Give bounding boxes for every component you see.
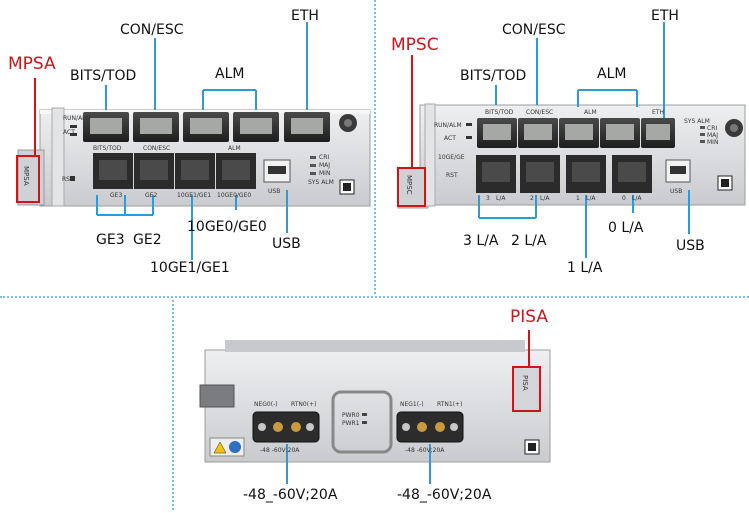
mpsc-panel-rst: RST bbox=[446, 172, 458, 179]
mpsa-10ge0-label: 10GE0/GE0 bbox=[187, 219, 267, 235]
mpsa-ge2-label: GE2 bbox=[133, 232, 162, 248]
mpsc-port2-label: 2 L/A bbox=[511, 233, 547, 249]
vertical-divider-bottom-left bbox=[172, 300, 174, 510]
mpsa-callout-lines bbox=[96, 22, 308, 260]
mpsc-alm-label: ALM bbox=[597, 66, 627, 82]
mpsc-callout-lines bbox=[478, 22, 690, 258]
mpsc-port1-label: 1 L/A bbox=[567, 260, 603, 276]
mpsa-panel-run: RUN/ALM bbox=[63, 115, 91, 122]
mpsc-panel-p2: 2 bbox=[530, 195, 534, 202]
mpsc-title: MPSC bbox=[391, 35, 439, 55]
mpsc-board bbox=[397, 22, 746, 258]
mpsa-con-esc-label: CON/ESC bbox=[120, 22, 184, 38]
pisa-panel-rating-right: -48 -60V;20A bbox=[405, 447, 445, 454]
mpsa-panel-rst: RST bbox=[62, 176, 74, 183]
pisa-callout-lines bbox=[286, 444, 431, 484]
mpsa-title: MPSA bbox=[8, 54, 56, 74]
pisa-right-input-label: -48_-60V;20A bbox=[397, 487, 492, 503]
mpsa-side-label: MPSA bbox=[22, 166, 30, 186]
mpsa-usb-label: USB bbox=[272, 236, 301, 252]
mpsc-panel-la1: L/A bbox=[586, 195, 596, 202]
mpsc-panel-sysalm: SYS ALM bbox=[684, 118, 710, 125]
mpsa-bits-tod-label: BITS/TOD bbox=[70, 68, 137, 84]
pisa-left-input-label: -48_-60V;20A bbox=[243, 487, 338, 503]
pisa-panel-neg0: NEG0(-) bbox=[254, 401, 278, 408]
pisa-side-label: PISA bbox=[521, 375, 529, 391]
pisa-title: PISA bbox=[510, 307, 549, 327]
mpsa-panel-10ge1: 10GE1/GE1 bbox=[177, 192, 211, 199]
mpsc-panel-act: ACT bbox=[444, 135, 456, 142]
mpsc-side-label: MPSC bbox=[405, 175, 413, 195]
mpsc-panel-la2: L/A bbox=[540, 195, 550, 202]
pisa-panel-rating-left: -48 -60V;20A bbox=[260, 447, 300, 454]
pisa-board bbox=[199, 330, 551, 484]
mpsc-panel-la0: L/A bbox=[632, 195, 642, 202]
mpsc-panel-p0: 0 bbox=[622, 195, 626, 202]
mpsa-panel-act: ACT bbox=[63, 129, 75, 136]
mpsc-panel-maj: MAJ bbox=[707, 132, 718, 139]
mpsc-panel-alm: ALM bbox=[584, 109, 597, 116]
pisa-panel-rtn1: RTN1(+) bbox=[437, 401, 462, 408]
mpsa-panel-con: CON/ESC bbox=[143, 145, 170, 152]
mpsa-alm-label: ALM bbox=[215, 66, 245, 82]
mpsc-usb-label: USB bbox=[676, 238, 705, 254]
mpsa-panel-alm: ALM bbox=[228, 145, 241, 152]
mpsc-bits-tod-label: BITS/TOD bbox=[460, 68, 527, 84]
mpsc-port3-label: 3 L/A bbox=[463, 233, 499, 249]
mpsc-panel-min: MIN bbox=[707, 139, 718, 146]
mpsa-panel-sysalm: SYS ALM bbox=[308, 179, 334, 186]
mpsc-panel-run: RUN/ALM bbox=[434, 122, 462, 129]
mpsa-panel-maj: MAJ bbox=[319, 162, 330, 169]
pisa-panel-pwr1: PWR1 bbox=[342, 420, 360, 427]
mpsa-panel-min: MIN bbox=[319, 170, 330, 177]
pisa-panel-rtn0: RTN0(+) bbox=[291, 401, 316, 408]
mpsa-sfp-ports bbox=[93, 153, 256, 189]
mpsa-panel-cri: CRI bbox=[319, 154, 329, 161]
mpsc-panel-10ge: 10GE/GE bbox=[438, 154, 465, 161]
mpsa-10ge1-label: 10GE1/GE1 bbox=[150, 260, 230, 276]
mpsa-panel-bits: BITS/TOD bbox=[93, 145, 122, 152]
horizontal-divider bbox=[0, 296, 749, 298]
mpsc-panel-cri: CRI bbox=[707, 125, 717, 132]
mpsa-rj45-ports bbox=[83, 112, 330, 142]
mpsa-panel-usb: USB bbox=[268, 188, 280, 195]
mpsc-panel-bits: BITS/TOD bbox=[485, 109, 514, 116]
mpsc-panel-la3: L/A bbox=[496, 195, 506, 202]
mpsc-panel-p3: 3 bbox=[486, 195, 490, 202]
mpsa-panel-10ge0: 10GE0/GE0 bbox=[217, 192, 251, 199]
mpsc-con-esc-label: CON/ESC bbox=[502, 22, 566, 38]
mpsc-panel-p1: 1 bbox=[576, 195, 580, 202]
mpsc-port0-label: 0 L/A bbox=[608, 220, 644, 236]
mpsc-panel-usb: USB bbox=[670, 188, 682, 195]
mpsc-panel-con: CON/ESC bbox=[526, 109, 553, 116]
mpsa-eth-label: ETH bbox=[291, 8, 319, 24]
pisa-panel-pwr0: PWR0 bbox=[342, 412, 360, 419]
vertical-divider-top bbox=[374, 0, 376, 294]
mpsc-panel-eth: ETH bbox=[652, 109, 664, 116]
pisa-panel-neg1: NEG1(-) bbox=[400, 401, 424, 408]
mpsc-eth-label: ETH bbox=[651, 8, 679, 24]
mpsa-panel-ge3: GE3 bbox=[110, 192, 122, 199]
mpsa-board bbox=[16, 22, 371, 260]
mpsa-panel-ge2: GE2 bbox=[145, 192, 157, 199]
mpsa-ge3-label: GE3 bbox=[96, 232, 125, 248]
